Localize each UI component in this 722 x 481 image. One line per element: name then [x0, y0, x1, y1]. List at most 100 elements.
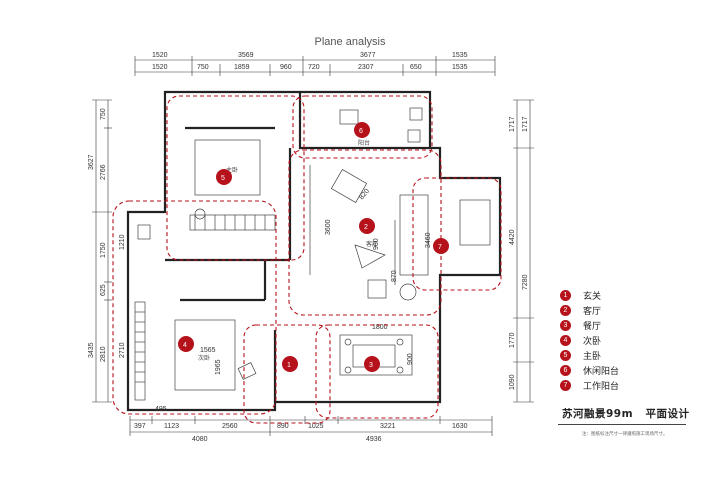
zone-outline-leisure-balcony	[292, 95, 433, 159]
interior-dim: 1565	[200, 347, 216, 354]
legend-item: 3 餐厅	[560, 318, 690, 333]
zone-marker-label: 1	[287, 362, 291, 369]
zone-outline-dining	[315, 324, 439, 419]
zone-outline-second-bedroom	[112, 200, 277, 415]
zone-outlines	[112, 95, 502, 424]
project-name: 苏河融景99m	[562, 408, 634, 420]
zone-marker-6	[354, 122, 370, 138]
zone-marker-4	[178, 336, 194, 352]
right-dimensions-row1: 1717 7280	[509, 116, 529, 290]
dim-label: 7280	[522, 274, 529, 290]
dim-label: 1535	[452, 64, 468, 71]
project-divider	[558, 424, 686, 425]
zone-marker-label: 4	[183, 342, 187, 349]
dim-label: 3677	[360, 52, 376, 59]
zone-marker-7	[433, 238, 449, 254]
dim-label: 890	[277, 423, 289, 430]
interior-dim: 1800	[372, 324, 388, 331]
dim-label: 720	[308, 64, 320, 71]
room-label-living: 客厅	[366, 240, 378, 248]
legend-label: 餐厅	[583, 322, 602, 332]
legend-num: 6	[560, 365, 571, 376]
dim-label: 2766	[100, 164, 107, 180]
legend-label: 次卧	[583, 337, 602, 347]
room-label-balcony: 阳台	[358, 139, 370, 147]
dim-label: 1717	[522, 116, 529, 132]
dim-label: 2810	[100, 346, 107, 362]
top-dimensions-row1: 1520 3569 3677 1535	[152, 52, 468, 59]
dim-label: 1090	[509, 374, 516, 390]
zone-marker-label: 6	[359, 128, 363, 135]
zone-marker-label: 2	[364, 224, 368, 231]
room-label-second-bedroom: 次卧	[198, 354, 210, 362]
legend-label: 主卧	[583, 352, 602, 362]
interior-dim: 960	[373, 238, 380, 250]
dim-label: 3627	[88, 154, 95, 170]
dim-label: 1770	[509, 332, 516, 348]
dim-label: 397	[134, 423, 146, 430]
legend-item: 2 客厅	[560, 303, 690, 318]
zone-marker-label: 3	[369, 362, 373, 369]
room-labels: 客厅 次卧 阳台 主卧	[198, 139, 378, 362]
dim-label: 2307	[358, 64, 374, 71]
zone-marker-5	[216, 169, 232, 185]
left-dimensions-row2: 750 2766 1750 625 2810	[100, 108, 107, 362]
dim-label: 1630	[452, 423, 468, 430]
interior-dim: 1965	[215, 359, 222, 375]
dimension-ticks	[92, 56, 534, 436]
dim-label: 3221	[380, 423, 396, 430]
zone-markers: 5 6 2 7 4 1 3	[178, 122, 449, 372]
dim-label: 1025	[308, 423, 324, 430]
dim-label: 1123	[164, 423, 179, 430]
top-dimensions-row2: 1520 750 1859 960 720 2307 650 1535	[152, 64, 468, 71]
room-label-master: 主卧	[226, 166, 238, 174]
legend-num: 7	[560, 380, 571, 391]
project-note: 注：图纸标注尺寸一律遵照施工现场尺寸。	[582, 432, 668, 437]
dim-label: 3569	[238, 52, 254, 59]
legend-item: 6 休闲阳台	[560, 363, 690, 378]
dim-label: 4420	[509, 229, 516, 245]
project-title: 苏河融景99m 平面设计	[562, 406, 690, 421]
legend-item: 5 主卧	[560, 348, 690, 363]
legend-label: 客厅	[583, 307, 602, 317]
interior-dim: 2710	[119, 342, 126, 358]
legend-label: 玄关	[583, 292, 602, 302]
dim-label: 960	[280, 64, 292, 71]
legend-item: 4 次卧	[560, 333, 690, 348]
zone-marker-label: 7	[438, 244, 442, 251]
zone-marker-1	[282, 356, 298, 372]
dim-label: 4936	[366, 436, 382, 443]
dim-label: 750	[197, 64, 209, 71]
legend-num: 1	[560, 290, 571, 301]
legend-num: 5	[560, 350, 571, 361]
walls	[126, 90, 502, 412]
dim-label: 1520	[152, 52, 168, 59]
dimension-lines	[95, 59, 531, 433]
dim-label: 4080	[192, 436, 208, 443]
dim-label: 1750	[100, 242, 107, 258]
legend-label: 休闲阳台	[583, 367, 620, 377]
project-subtitle: 平面设计	[645, 408, 690, 420]
dim-label: 1520	[152, 64, 168, 71]
legend-num: 4	[560, 335, 571, 346]
dim-label: 3435	[88, 342, 95, 358]
zone-marker-3	[364, 356, 380, 372]
dim-label: 2560	[222, 423, 238, 430]
dim-label: 625	[100, 284, 107, 296]
furniture	[134, 107, 491, 401]
interior-dim: 495	[155, 406, 167, 413]
dim-label: 750	[100, 108, 107, 120]
legend-num: 3	[560, 320, 571, 331]
dim-label: 1859	[234, 64, 250, 71]
zone-outline-master	[166, 95, 305, 261]
interior-dim: 1210	[119, 234, 126, 250]
interior-dim: 3460	[425, 232, 432, 248]
zone-marker-label: 5	[221, 175, 225, 182]
interior-dim: 820	[358, 188, 371, 202]
legend-item: 1 玄关	[560, 288, 690, 303]
legend-num: 2	[560, 305, 571, 316]
zone-marker-2	[359, 218, 375, 234]
interior-dim: 900	[407, 353, 414, 365]
legend-item: 7 工作阳台	[560, 378, 690, 393]
